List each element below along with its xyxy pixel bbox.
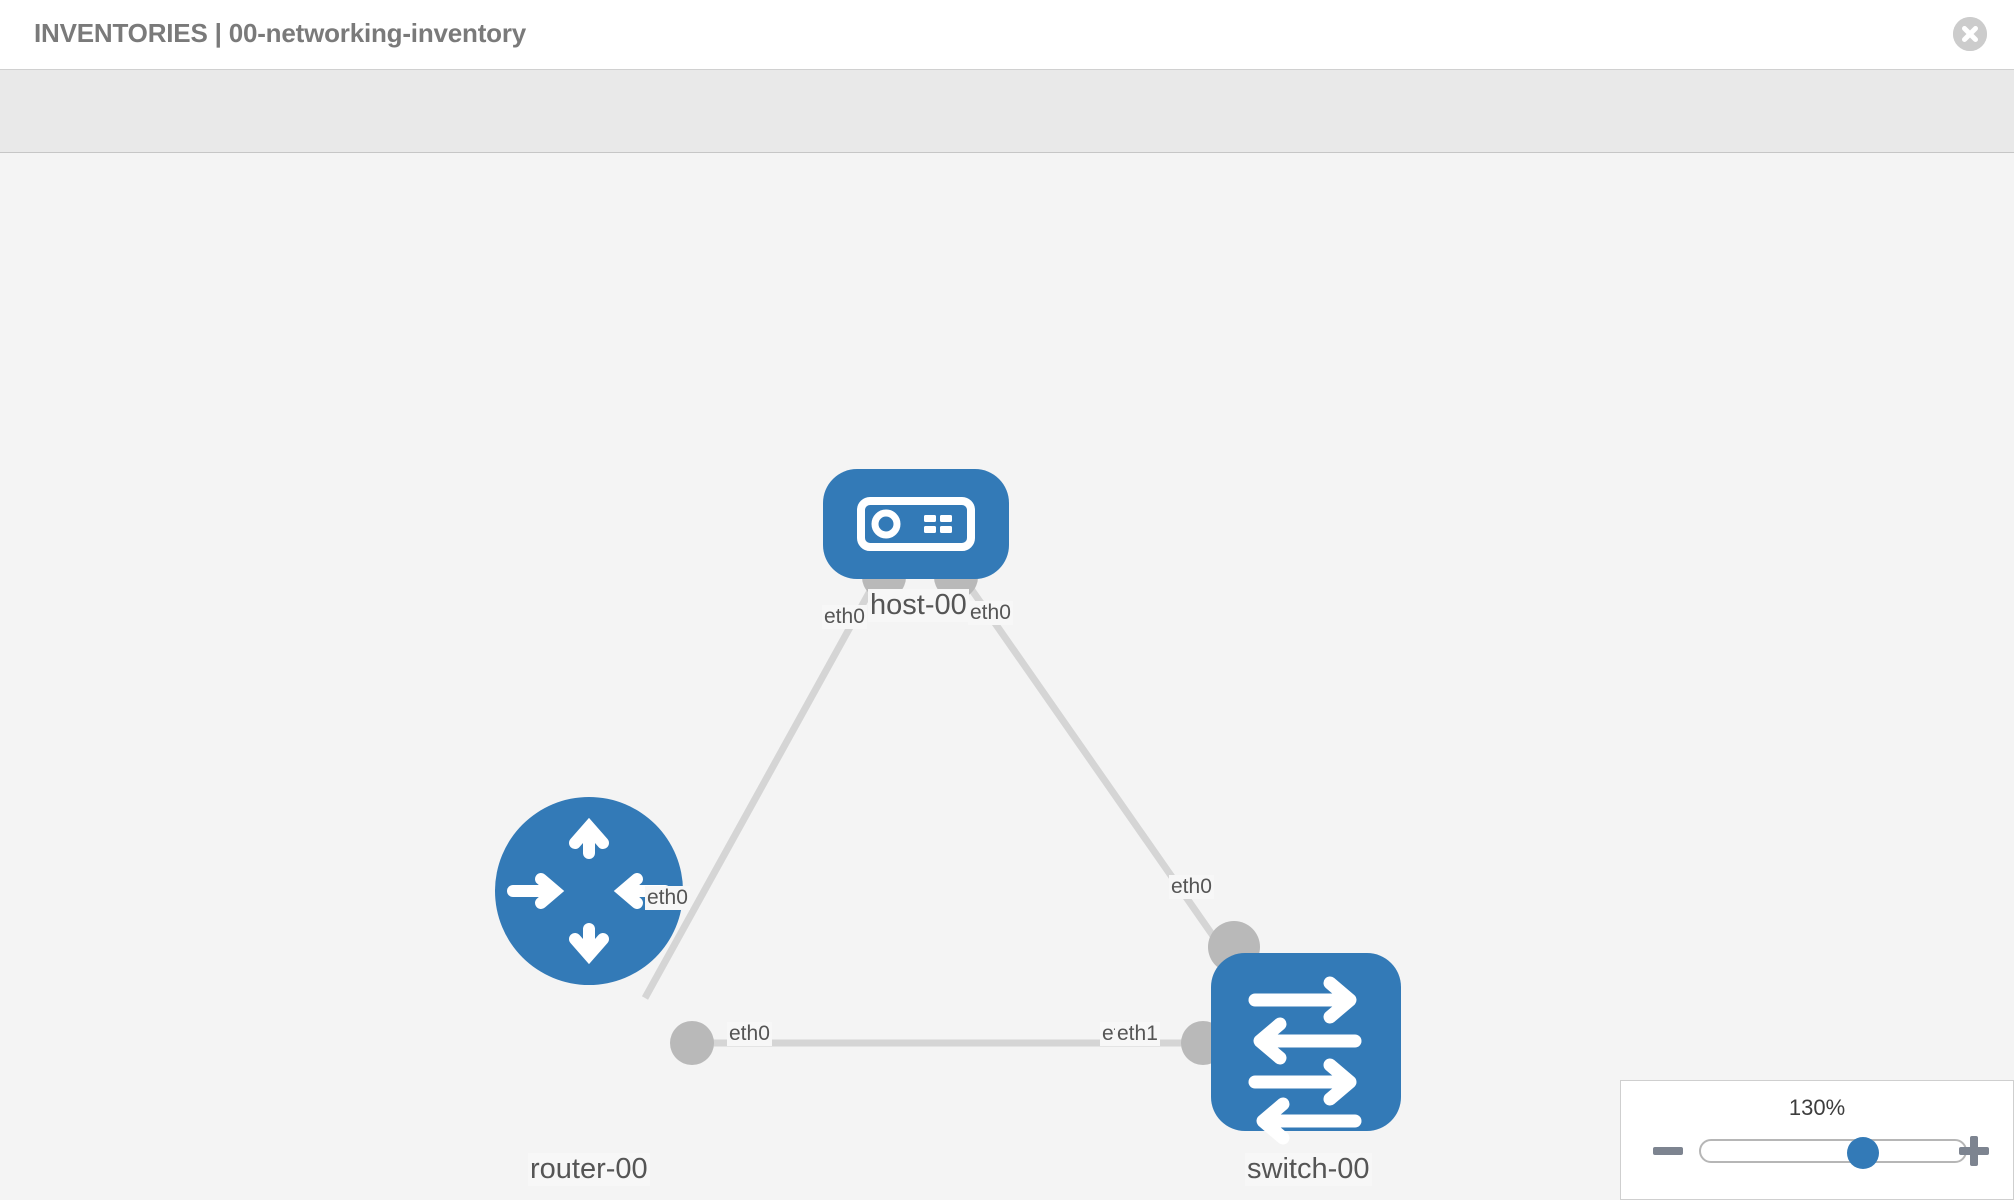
port-label-host-left: eth0	[822, 605, 867, 629]
zoom-slider-handle[interactable]	[1847, 1137, 1879, 1169]
zoom-level-value: 130%	[1788, 1095, 1846, 1120]
port-router-right	[670, 1021, 714, 1065]
port-label-switch-up: eth0	[1169, 875, 1214, 899]
zoom-out-button[interactable]	[1651, 1133, 1685, 1169]
link-host-router	[641, 571, 884, 1000]
topology-ports	[670, 555, 1260, 1065]
zoom-slider-track[interactable]	[1699, 1137, 1967, 1169]
close-icon[interactable]	[1953, 17, 1987, 51]
topology-links	[641, 570, 1228, 1047]
node-host-00	[823, 469, 1009, 579]
node-switch-00	[1211, 953, 1401, 1145]
zoom-control: 130%	[1620, 1080, 2014, 1200]
port-label-host-right: eth0	[968, 601, 1013, 625]
node-label-switch-00: switch-00	[1245, 1153, 1372, 1186]
port-label-router-right: eth0	[727, 1022, 772, 1046]
port-label-router-up: eth0	[645, 886, 690, 910]
topology-canvas[interactable]: eth0 host-00 eth0 eth0 eth0 eth0 eth eth…	[0, 153, 2014, 1200]
port-label-switch-left-b: eth1	[1115, 1022, 1160, 1046]
node-label-host-00: host-00	[868, 589, 969, 622]
zoom-in-button[interactable]	[1957, 1133, 1991, 1169]
zoom-slider-row	[1621, 1133, 2013, 1173]
page-header: INVENTORIES | 00-networking-inventory	[0, 0, 2014, 70]
page-title: INVENTORIES | 00-networking-inventory	[34, 18, 527, 48]
toolbar: ACTIONS SEARCH	[0, 70, 2014, 203]
node-label-router-00: router-00	[528, 1153, 650, 1186]
node-router-00	[495, 797, 683, 985]
